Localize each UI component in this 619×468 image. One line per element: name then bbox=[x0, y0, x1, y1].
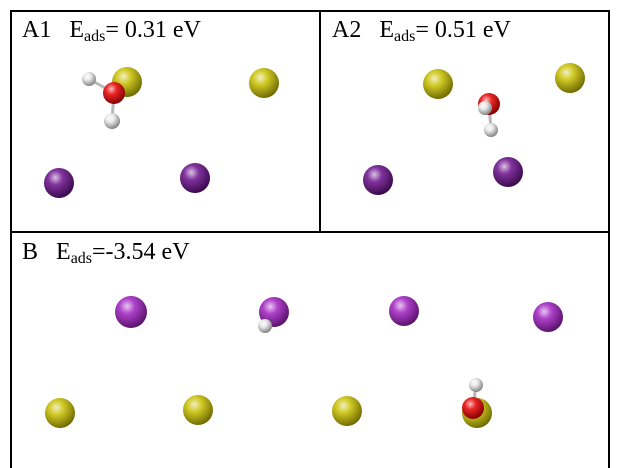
panel-b-sulfur-atom bbox=[183, 395, 213, 425]
panel-a2-e-sub: ads bbox=[394, 28, 416, 45]
panel-b-id: B bbox=[22, 239, 39, 265]
panel-a1-e-prefix: E bbox=[69, 17, 85, 43]
panel-a1-e-value: = 0.31 eV bbox=[105, 17, 201, 43]
panel-b-iodine-light-atom bbox=[115, 296, 147, 328]
panel-a2-id: A2 bbox=[332, 17, 362, 43]
frame-mid-vertical bbox=[319, 10, 321, 232]
panel-a2-e-prefix: E bbox=[379, 17, 395, 43]
panel-a2-e-value: = 0.51 eV bbox=[415, 17, 511, 43]
panel-a1-id: A1 bbox=[22, 17, 52, 43]
panel-a2-hydrogen-atom bbox=[484, 123, 498, 137]
panel-a1-hydrogen-atom bbox=[104, 113, 120, 129]
frame-right bbox=[608, 10, 610, 468]
panel-a1-label: A1 Eads= 0.31 eV bbox=[22, 18, 201, 45]
panel-b-iodine-light-atom bbox=[389, 296, 419, 326]
panel-b-e-value: =-3.54 eV bbox=[92, 239, 190, 265]
panel-b-sulfur-atom bbox=[45, 398, 75, 428]
panel-b-oxygen-atom bbox=[462, 397, 484, 419]
panel-b-sulfur-atom bbox=[332, 396, 362, 426]
panel-a2-hydrogen-atom bbox=[478, 101, 492, 115]
panel-b-e-sub: ads bbox=[70, 250, 93, 267]
panel-a2-iodine-atom bbox=[493, 157, 523, 187]
panel-a1-iodine-atom bbox=[44, 168, 74, 198]
panel-a1-e-sub: ads bbox=[84, 28, 106, 45]
panel-b-hydrogen-atom bbox=[469, 378, 483, 392]
panel-b-hydrogen-atom bbox=[258, 319, 272, 333]
frame-left bbox=[10, 10, 12, 468]
panel-a1-sulfur-atom bbox=[249, 68, 279, 98]
panel-a1-iodine-atom bbox=[180, 163, 210, 193]
panel-a1-hydrogen-atom bbox=[82, 72, 96, 86]
frame-mid-horizontal bbox=[10, 231, 610, 233]
panel-a1-oxygen-atom bbox=[103, 82, 125, 104]
bonds-layer bbox=[88, 77, 493, 409]
panel-a2-sulfur-atom bbox=[555, 63, 585, 93]
panel-b-iodine-light-atom bbox=[533, 302, 563, 332]
atoms-layer bbox=[44, 63, 585, 428]
panel-a2-sulfur-atom bbox=[423, 69, 453, 99]
panel-a2-iodine-atom bbox=[363, 165, 393, 195]
panel-b-e-prefix: E bbox=[56, 239, 71, 265]
frame-top bbox=[10, 10, 610, 12]
panel-b-label: B Eads=-3.54 eV bbox=[22, 240, 190, 267]
panel-a2-label: A2 Eads= 0.51 eV bbox=[332, 18, 511, 45]
